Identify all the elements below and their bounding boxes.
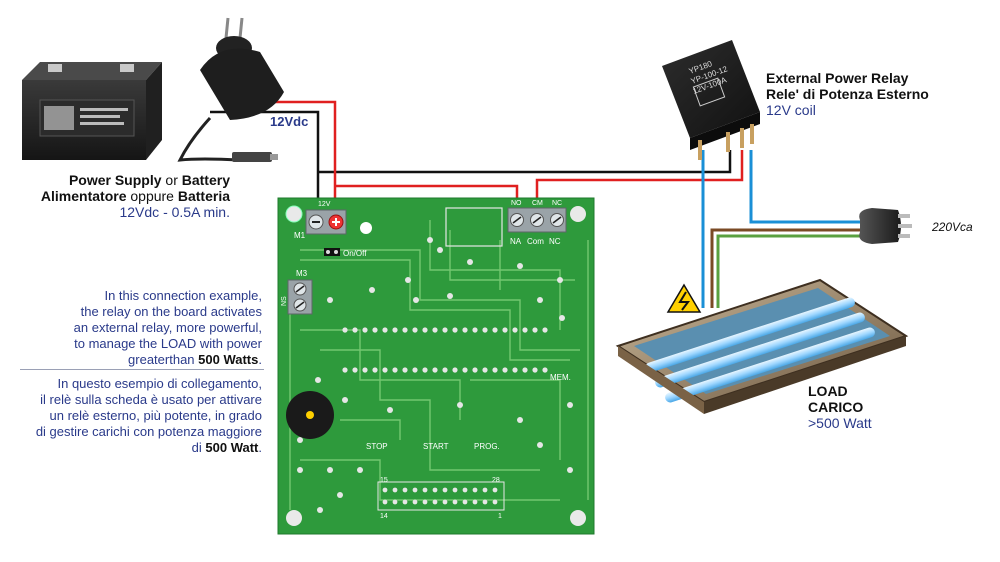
note-it-last-prefix: di: [191, 440, 202, 455]
board-label-12v: 12V: [318, 201, 331, 208]
note-italian: In questo esempio di collegamento, il re…: [0, 376, 262, 456]
note-it-last-suffix: .: [258, 440, 262, 455]
notes-divider: [20, 369, 264, 370]
load-label: LOAD CARICO >500 Watt: [808, 383, 928, 431]
terminal-m3: [287, 279, 313, 315]
power-supply-spec: 12Vdc - 0.5A min.: [119, 204, 230, 220]
relay-title-it: Rele' di Potenza Esterno: [766, 86, 929, 102]
board-pin-1: 1: [498, 513, 502, 520]
power-supply-title-en: Power Supply: [68, 172, 162, 188]
relay-coil: 12V coil: [766, 102, 816, 118]
note-it-line: di gestire carichi con potenza maggiore: [35, 424, 262, 439]
on-off-jumper: [324, 248, 340, 256]
board-relay-pin-nc: NC: [549, 237, 561, 246]
board-relay-top-no: NO: [511, 200, 522, 207]
load-title-it: CARICO: [808, 399, 864, 415]
board-label-on-off: On/Off: [343, 249, 367, 258]
wire-mains-brown-green: [710, 228, 860, 308]
note-en-last-suffix: .: [258, 352, 262, 367]
board-label-m3: M3: [296, 269, 308, 278]
battery: [22, 62, 162, 160]
note-it-line: il relè sulla scheda è usato per attivar…: [40, 392, 262, 407]
power-supply-or-en: or: [165, 172, 178, 188]
board-pin-15: 15: [380, 477, 388, 484]
board-relay-pin-na: NA: [510, 237, 522, 246]
board-button-stop: STOP: [366, 442, 388, 451]
external-relay: YP180 YP-100-12 12V-100A: [662, 40, 760, 160]
note-en-last-prefix: greaterthan: [128, 352, 195, 367]
controller-board: [277, 197, 595, 535]
mains-label: 220Vca: [932, 220, 973, 234]
load-spec: >500 Watt: [808, 415, 872, 431]
mains-plug: [859, 208, 912, 244]
wire-blue-relay-load: [701, 150, 860, 308]
power-supply-label: Power Supply or Battery Alimentatore opp…: [20, 172, 230, 220]
power-supply-battery-en: Battery: [181, 172, 230, 188]
note-en-last-bold: 500 Watts: [198, 352, 259, 367]
load-lamp: [615, 278, 909, 414]
board-label-m3-side: NS: [281, 296, 288, 306]
external-relay-label: External Power Relay Rele' di Potenza Es…: [766, 70, 976, 118]
note-en-line: In this connection example,: [104, 288, 262, 303]
board-button-prog: PROG.: [474, 442, 500, 451]
note-en-line: to manage the LOAD with power: [74, 336, 262, 351]
wire-red-power: [250, 100, 744, 208]
power-supply-title-it: Alimentatore: [40, 188, 127, 204]
power-supply-battery-it: Batteria: [177, 188, 230, 204]
load-title-en: LOAD: [808, 383, 848, 399]
terminal-m1: [305, 209, 347, 235]
board-relay-pin-com: Com: [527, 237, 544, 246]
high-voltage-warning-icon: [666, 283, 702, 313]
note-it-last-bold: 500 Watt: [205, 440, 259, 455]
wall-adapter: [177, 17, 284, 162]
board-pin-14: 14: [380, 513, 388, 520]
terminal-relay-outputs: [507, 207, 567, 233]
relay-title-en: External Power Relay: [766, 70, 909, 86]
note-english: In this connection example, the relay on…: [0, 288, 262, 368]
board-label-m1: M1: [294, 231, 306, 240]
board-relay-top-cm: CM: [532, 200, 543, 207]
board-relay-top-nc: NC: [552, 200, 562, 207]
board-label-mem: MEM.: [550, 373, 571, 382]
power-supply-or-it: oppure: [130, 188, 174, 204]
wire-label-12vdc: 12Vdc: [270, 114, 308, 129]
note-it-line: In questo esempio di collegamento,: [57, 376, 262, 391]
board-button-start: START: [423, 442, 449, 451]
board-pin-28: 28: [492, 477, 500, 484]
note-en-line: the relay on the board activates: [80, 304, 262, 319]
note-en-line: an external relay, more powerful,: [73, 320, 262, 335]
note-it-line: un relè esterno, più potente, in grado: [49, 408, 262, 423]
